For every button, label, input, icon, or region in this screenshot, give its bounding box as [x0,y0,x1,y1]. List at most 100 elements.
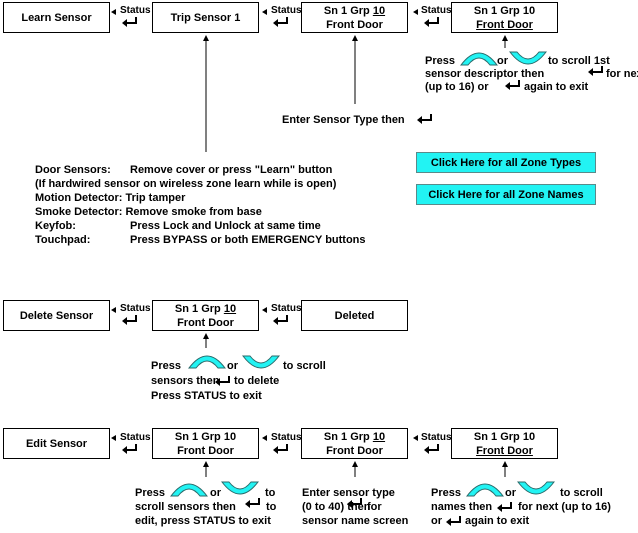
note-line2a: names then [431,501,493,513]
sensor-number: Sn 1 Grp [174,302,224,315]
scroll-up-arc-icon [170,483,208,497]
up-arrow-icon [352,461,358,467]
instruction-text: Trip tamper [125,192,186,204]
left-arrow-icon [262,435,267,441]
status-label: Status [271,432,302,443]
learn-sensor-label: Learn Sensor [21,11,92,24]
note-or: or [497,55,508,67]
sensor-line1: Sn 1 Grp 10 [473,4,536,17]
instruction-label: Door Sensors: [35,164,111,176]
instruction-label: Motion Detector: [35,192,123,204]
instruction-hardwired: (If hardwired sensor on wireless zone le… [35,178,337,190]
note-line3: sensor name screen [302,515,409,527]
group-value: 10 [372,4,386,17]
sensor-line1: Sn 1 Grp 10 [473,430,536,443]
note-line3b: again to exit [524,81,589,93]
zone-names-button[interactable]: Click Here for all Zone Names [416,184,596,205]
edit-sensor-box: Edit Sensor [3,428,110,459]
note-to: to [265,487,276,499]
enter-icon [423,16,439,28]
sensor-display-box: Sn 1 Grp 10 Front Door [301,2,408,33]
sensor-line1: Sn 1 Grp 10 [175,302,236,316]
instruction-smoke: Smoke Detector: Remove smoke from base [35,205,366,219]
left-arrow-icon [262,9,267,15]
delete-sensor-label: Delete Sensor [19,309,94,322]
note-or: or [227,360,238,372]
note-press: Press [135,487,165,499]
enter-icon [121,314,137,326]
status-label: Status [120,5,151,16]
sensor-name: Front Door [326,18,383,31]
enter-icon [121,16,137,28]
sensor-name: Front Door [177,444,234,457]
scroll-down-arc-icon [221,481,259,495]
note-press: Press [151,360,181,372]
sensor-name-box: Sn 1 Grp 10 Front Door [451,428,558,459]
sensor-type-box: Sn 1 Grp 10 Front Door [301,428,408,459]
enter-icon [504,79,520,91]
note-line2a: scroll sensors then [135,501,236,513]
instruction-label: Keyfob: [35,220,76,232]
delete-sensor-box: Delete Sensor [3,300,110,331]
instruction-text: Remove cover or press "Learn" button [130,164,333,176]
enter-icon [272,314,288,326]
instruction-text: Press BYPASS or both EMERGENCY buttons [130,234,366,246]
sensor-display-box: Sn 1 Grp 10 Front Door [152,428,259,459]
trip-sensor-label: Trip Sensor 1 [170,11,241,24]
note-line3a: or [431,515,442,527]
left-arrow-icon [413,435,418,441]
sensor-name: Front Door [326,444,383,457]
note-line2b: for [367,501,382,513]
up-arrow-icon [203,333,209,339]
edit-sensor-label: Edit Sensor [25,437,88,450]
sensor-name: Front Door [177,316,234,329]
group-value: 10 [223,302,237,315]
note-line3a: (up to 16) or [425,81,489,93]
sensor-number: Sn 1 Grp [323,4,373,17]
group-value: 10 [372,430,386,443]
note-press: Press [425,55,455,67]
left-arrow-icon [111,9,116,15]
note-to-scroll: to scroll [283,360,326,372]
zone-types-button[interactable]: Click Here for all Zone Types [416,152,596,173]
up-arrow-icon [502,35,508,41]
scroll-up-arc-icon [460,52,498,66]
deleted-box: Deleted [301,300,408,331]
sensor-name: Front Door [476,444,533,457]
enter-icon [244,497,260,509]
status-label: Status [271,303,302,314]
note-line2a: (0 to 40) then [302,501,371,513]
enter-sensor-type-text: Enter Sensor Type then [282,114,405,126]
note-line2b: for next (up to 16) [518,501,611,513]
sensor-number: Sn 1 Grp [323,430,373,443]
instruction-text: Remove smoke from base [125,206,262,218]
note-line1: Enter sensor type [302,487,395,499]
learn-instructions: Door Sensors: Remove cover or press "Lear… [35,163,366,247]
up-arrow-icon [352,35,358,41]
sensor-line1: Sn 1 Grp 10 [174,430,237,443]
instruction-label: Smoke Detector: [35,206,123,218]
status-label: Status [120,303,151,314]
enter-icon [416,113,432,125]
note-to-scroll: to scroll [560,487,603,499]
sensor-line1: Sn 1 Grp 10 [324,430,385,444]
instruction-label: Touchpad: [35,234,91,246]
instruction-door: Door Sensors: Remove cover or press "Lear… [35,163,366,177]
status-label: Status [421,432,452,443]
sensor-name: Front Door [476,18,533,31]
status-label: Status [271,5,302,16]
note-line2a: sensor descriptor then [425,68,545,80]
deleted-label: Deleted [334,309,375,322]
note-line2b: for next [606,68,638,80]
trip-sensor-box: Trip Sensor 1 [152,2,259,33]
enter-icon [445,515,461,527]
left-arrow-icon [111,435,116,441]
note-line2a: sensors then [151,375,220,387]
learn-sensor-box: Learn Sensor [3,2,110,33]
up-arrow-icon [203,35,209,41]
sensor-line1: Sn 1 Grp 10 [324,4,385,18]
scroll-up-arc-icon [188,355,226,369]
left-arrow-icon [111,307,116,313]
scroll-down-arc-icon [517,481,555,495]
